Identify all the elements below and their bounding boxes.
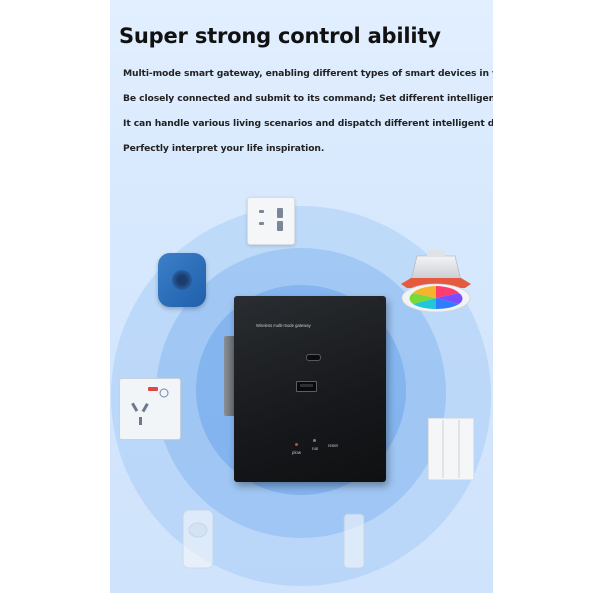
feature-line-2: Be closely connected and submit to its c… [123, 93, 493, 104]
rgb-downlight-icon [401, 250, 471, 313]
wall-switch-panels-icon [428, 418, 474, 480]
run-led-icon [313, 439, 316, 442]
pir-sensor-icon [182, 509, 214, 569]
led-label-power: plow [292, 450, 302, 455]
gateway-mounting-box [224, 336, 236, 416]
smart-gateway-device: Wireless multi-mode gateway plow run res… [234, 296, 386, 482]
feature-panel: Super strong control ability Multi-mode … [110, 0, 493, 593]
gateway-label: Wireless multi-mode gateway [256, 323, 311, 328]
feature-line-1: Multi-mode smart gateway, enabling diffe… [123, 68, 493, 79]
blue-motion-sensor-icon [158, 253, 206, 307]
wall-outlet-icon [119, 378, 181, 440]
door-sensor-icon [343, 513, 365, 569]
feature-line-4: Perfectly interpret your life inspiratio… [123, 143, 325, 154]
wall-socket-usb-icon [247, 197, 295, 245]
led-label-run: run [312, 446, 319, 451]
usb-a-port-icon [296, 381, 317, 392]
led-label-reset: reset [328, 443, 338, 448]
usb-c-port-icon [306, 354, 321, 361]
power-led-icon [295, 443, 298, 446]
feature-line-3: It can handle various living scenarios a… [123, 118, 493, 129]
page-title: Super strong control ability [119, 24, 441, 48]
